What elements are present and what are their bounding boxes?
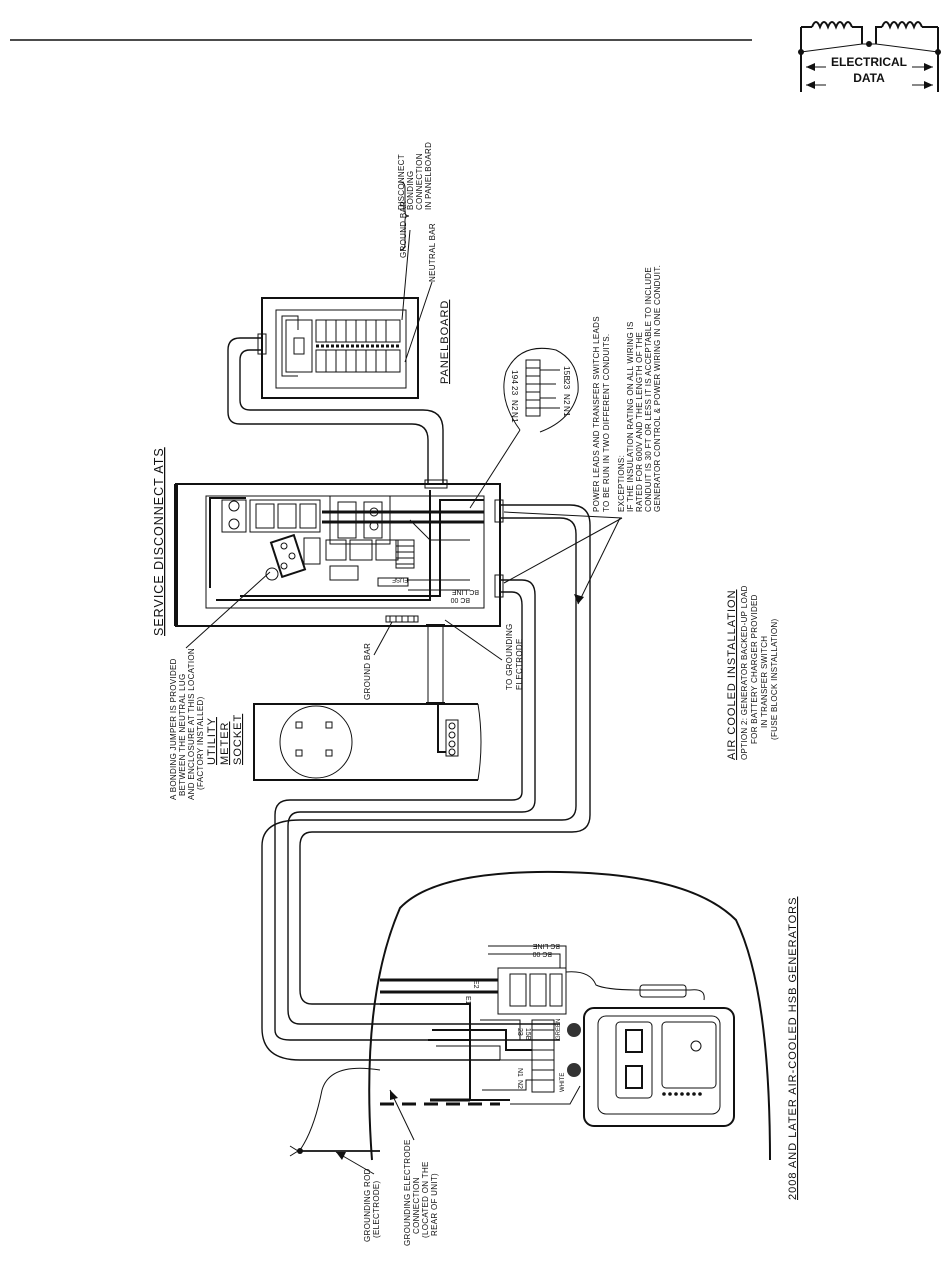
callout-term-194: 194	[510, 370, 519, 384]
panelboard: PANELBOARD GROUND BAR NEUTRAL BAR DISCON…	[261, 142, 451, 399]
disconnect-bonding-line1: DISCONNECT	[397, 154, 406, 210]
exceptions-line2: IF THE INSULATION RATING ON ALL WIRING I…	[626, 321, 635, 512]
green-label: GREEN	[556, 1019, 562, 1040]
exceptions-line1: EXCEPTIONS:	[617, 455, 626, 512]
exceptions-line4: CONDUIT IS 30 FT OR LESS IT IS ACCEPTABL…	[644, 267, 653, 512]
ground-bar-ats-label: GROUND BAR	[363, 643, 372, 700]
air-cooled-title: AIR COOLED INSTALLATION OPTION 2: GENERA…	[726, 585, 779, 760]
grounding-rod-line2: (ELECTRODE)	[372, 1180, 381, 1238]
generator: 2008 AND LATER AIR-COOLED HSB GENERATORS…	[368, 870, 799, 1200]
air-cooled-line2: OPTION 2: GENERATOR BACKED-UP LOAD	[740, 585, 749, 760]
utility-meter-line1: UTILITY	[206, 717, 218, 765]
lug-t1-icon	[228, 500, 240, 512]
air-cooled-line3: FOR BATTERY CHARGER PROVIDED	[750, 594, 759, 744]
generator-housing	[368, 870, 771, 1161]
callout-term-n1: N1	[562, 406, 571, 417]
meter-face-icon	[279, 705, 353, 779]
panelboard-title: PANELBOARD	[439, 300, 451, 384]
bc-line-ats-label: BC LINE	[451, 588, 479, 595]
indicator-leds	[662, 1092, 702, 1096]
bonding-jumper-line4: (FACTORY INSTALLED)	[196, 696, 205, 790]
utility-meter-socket: UTILITY METER SOCKET	[206, 703, 482, 781]
grounding-conn-line1: GROUNDING ELECTRODE	[403, 1139, 412, 1246]
gen-term-n1: N1	[516, 1068, 523, 1077]
service-disconnect-title: SERVICE DISCONNECT ATS	[152, 447, 166, 636]
fuse-label: FUSE	[392, 576, 408, 582]
logo-title-line1: ELECTRICAL	[831, 55, 907, 69]
power-lead-notes: POWER LEADS AND TRANSFER SWITCH LEADS TO…	[503, 265, 662, 605]
air-cooled-line1: AIR COOLED INSTALLATION	[726, 589, 738, 760]
air-cooled-line4: IN TRANSFER SWITCH	[760, 636, 769, 728]
bonding-jumper-note: A BONDING JUMPER IS PROVIDED BETWEEN THE…	[169, 571, 271, 800]
disconnect-bonding-line4: IN PANELBOARD	[424, 142, 433, 210]
disconnect-bonding-line3: CONNECTION	[415, 153, 424, 210]
bonding-jumper-line1: A BONDING JUMPER IS PROVIDED	[169, 658, 178, 800]
gen-term-n2: N2	[516, 1080, 523, 1089]
disconnect-bonding-line2: BONDING	[406, 171, 415, 210]
neutral-bar-panel-label: NEUTRAL BAR	[428, 223, 437, 282]
power-leads-line1: POWER LEADS AND TRANSFER SWITCH LEADS	[592, 316, 601, 512]
grounding-electrode-line1: TO GROUNDING	[505, 623, 514, 690]
gen-term-e2: E2	[472, 980, 479, 989]
air-cooled-line5: (FUSE BLOCK INSTALLATION)	[770, 619, 779, 740]
white-label: WHITE	[560, 1073, 566, 1092]
bonding-jumper-line2: BETWEEN THE NEUTRAL LUG	[178, 674, 187, 796]
utility-meter-line3: SOCKET	[232, 714, 244, 765]
utility-meter-line2: METER	[219, 722, 231, 766]
grounding-conn-line3: (LOCATED ON THE	[421, 1161, 430, 1238]
coil-left-icon	[811, 21, 853, 30]
breaker-bank	[315, 319, 401, 373]
grounding-rod-line1: GROUNDING ROD	[363, 1168, 372, 1242]
callout-term-15b: 15B	[562, 366, 571, 381]
gen-term-e1: E1	[464, 996, 471, 1005]
bc-00-gen-label: BC 00	[532, 950, 552, 957]
grounding-rod: GROUNDING ROD (ELECTRODE) GROUNDING ELEC…	[289, 1067, 439, 1246]
lug-t2-icon	[228, 518, 240, 530]
electrical-data-logo: ELECTRICAL DATA	[798, 21, 941, 92]
bonding-jumper-line3: AND ENCLOSURE AT THIS LOCATION	[187, 648, 196, 800]
grounding-conn-line4: REAR OF UNIT)	[430, 1173, 439, 1236]
hsb-generators-title: 2008 AND LATER AIR-COOLED HSB GENERATORS	[787, 897, 799, 1200]
callout-term-n2: N2	[562, 394, 571, 405]
bc-00-ats-label: BC 00	[450, 596, 470, 603]
service-disconnect-ats: SERVICE DISCONNECT ATS FUSE	[152, 447, 524, 700]
ground-lug-green-icon	[567, 1023, 581, 1037]
gen-term-15b: 15B	[524, 1028, 531, 1041]
callout-term-23: 23	[562, 380, 571, 390]
grounding-electrode-line2: ELECTRODE	[515, 638, 524, 690]
exceptions-line3: RATED FOR 600V AND THE LENGTH OF THE	[635, 332, 644, 512]
control-panel	[583, 1007, 735, 1127]
callout-term-n1b: N1	[510, 412, 519, 423]
callout-term-23b: 23	[510, 386, 519, 396]
bc-line-gen-label: BC LINE	[532, 942, 560, 949]
callout-term-n2b: N2	[510, 400, 519, 411]
power-leads-line2: TO BE RUN IN TWO DIFFERENT CONDUITS.	[602, 334, 611, 512]
exceptions-line5: GENERATOR CONTROL & POWER WIRING IN ONE …	[653, 265, 662, 512]
conduits	[227, 333, 591, 1061]
terminal-callout: 15B 23 N2 N1 194 23 N2 N1	[469, 347, 579, 509]
ground-lug-white-icon	[567, 1063, 581, 1077]
logo-title-line2: DATA	[853, 71, 885, 85]
neutral-lug-block	[269, 533, 307, 579]
coil-right-icon	[881, 21, 923, 30]
ground-bar-panel-label: GROUND BAR	[399, 201, 408, 258]
grounding-conn-line2: CONNECTION	[412, 1177, 421, 1234]
